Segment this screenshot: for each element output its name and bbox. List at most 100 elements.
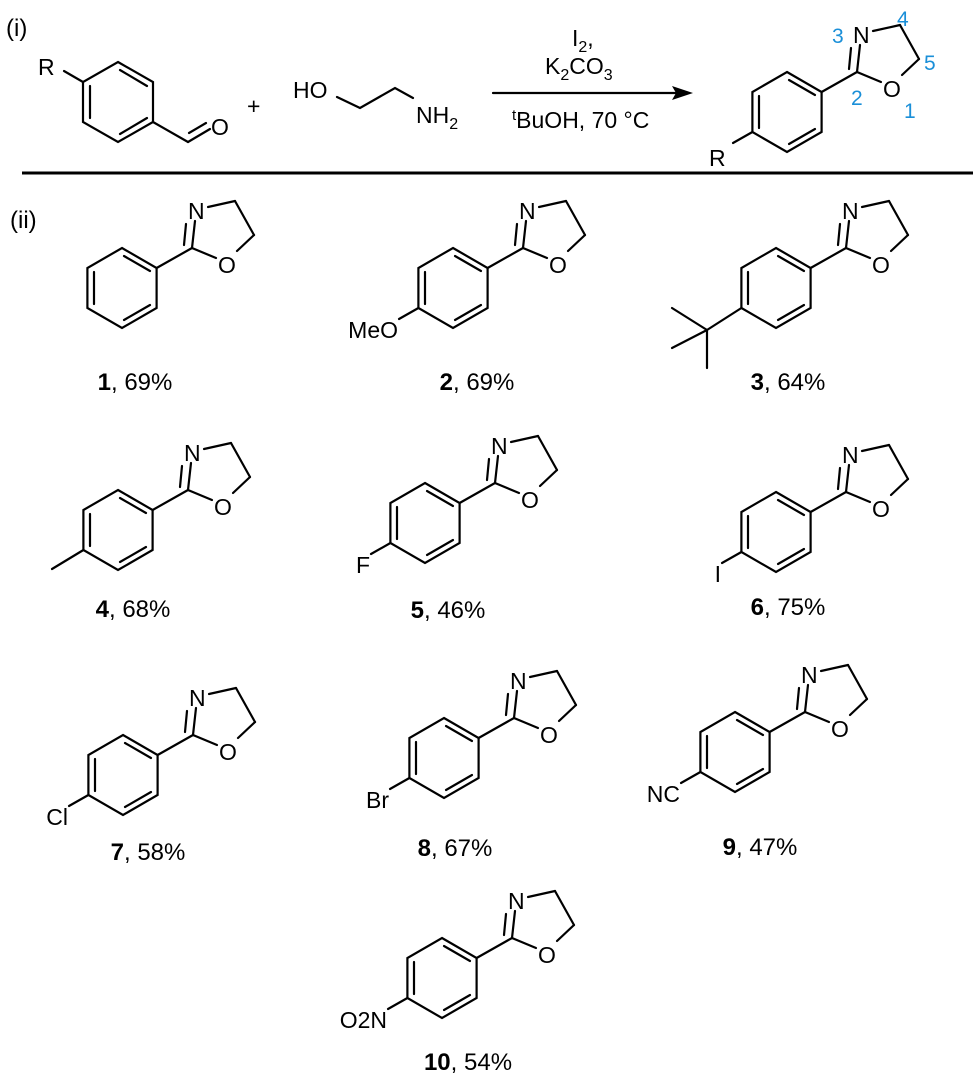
substituent-bond <box>386 996 409 1011</box>
bond <box>229 441 252 479</box>
benzene-ring <box>82 488 154 572</box>
separator: , <box>109 596 122 623</box>
bond <box>521 246 549 260</box>
bond <box>887 443 910 481</box>
hydroxyl-label: HO <box>293 77 328 103</box>
bond <box>187 121 208 135</box>
oxazoline-nitrogen: N <box>842 198 859 224</box>
oxazoline-nitrogen: N <box>491 433 508 459</box>
benzene-ring <box>81 60 155 144</box>
bond <box>555 923 576 943</box>
bond <box>848 697 869 717</box>
imine-double-bond <box>803 683 810 714</box>
compound-yield: 58% <box>137 839 185 866</box>
bond <box>512 716 540 730</box>
bond <box>705 306 743 332</box>
bond <box>453 254 483 273</box>
solvent-temperature: tBuOH, 70 °C <box>512 107 649 133</box>
bond <box>538 468 559 488</box>
bond <box>425 538 455 557</box>
bond <box>536 434 559 472</box>
benzene-ring <box>751 70 823 154</box>
bond <box>475 936 514 960</box>
separator: , <box>124 839 137 866</box>
bond <box>504 692 510 717</box>
bond <box>564 199 587 237</box>
methyl-bond <box>670 306 709 332</box>
substituent-label: O2N <box>340 1007 387 1033</box>
bond <box>191 733 219 747</box>
benzene-ring <box>86 246 158 330</box>
ethyl-chain <box>335 86 415 110</box>
bond <box>871 23 902 33</box>
reactant-r-group: R <box>38 54 55 80</box>
solvent-text: BuOH, 70 °C <box>516 107 649 133</box>
bond <box>207 686 238 696</box>
compound-label: 1, 69% <box>98 369 173 396</box>
compound-yield: 69% <box>466 369 514 396</box>
imine-double-bond <box>844 463 851 494</box>
compound-number: 5 <box>411 597 424 624</box>
oxazoline-oxygen: O <box>549 252 567 278</box>
compound-1: NO1, 69% <box>86 198 256 396</box>
bond <box>123 790 153 809</box>
reagent2-sub1: 2 <box>560 67 569 84</box>
oxazoline-nitrogen: N <box>519 198 536 224</box>
compound-label: 7, 58% <box>111 839 186 866</box>
bond <box>889 233 910 253</box>
bond <box>493 481 521 495</box>
bond <box>836 222 842 247</box>
benzene-ring <box>740 246 812 330</box>
bond <box>860 199 891 209</box>
compound-4: NO4, 68% <box>50 440 252 623</box>
bond <box>151 120 190 144</box>
bond <box>118 496 148 515</box>
bond <box>557 703 578 723</box>
bond <box>510 936 538 950</box>
compound-label: 4, 68% <box>96 596 171 623</box>
bond <box>847 46 853 71</box>
compound-yield: 75% <box>777 594 825 621</box>
oxazoline-oxygen: O <box>540 722 558 748</box>
bond <box>477 716 516 740</box>
bond <box>509 434 540 444</box>
compound-number: 7 <box>111 839 124 866</box>
benzene-ring <box>389 481 461 565</box>
benzene-ring <box>417 246 489 330</box>
imine-double-bond <box>512 689 519 720</box>
oxazoline-oxygen: O <box>872 496 890 522</box>
oxazoline-oxygen: O <box>883 76 901 102</box>
aldehyde-oxygen: O <box>211 114 229 140</box>
bond <box>178 464 184 489</box>
oxazoline-nitrogen: N <box>189 685 206 711</box>
benzene-ring <box>699 710 771 794</box>
compound-label: 6, 75% <box>751 594 826 621</box>
imine-double-bond <box>186 461 193 492</box>
bond <box>122 303 152 322</box>
product-r-group: R <box>709 145 726 171</box>
substituent-bond <box>369 541 392 556</box>
bond <box>486 246 525 270</box>
substituent-bond <box>388 776 411 791</box>
bond <box>182 222 188 247</box>
bond <box>555 669 578 707</box>
panel-label-ii: (ii) <box>10 207 37 234</box>
bond <box>844 246 872 260</box>
separator: , <box>453 369 466 396</box>
bond <box>236 720 257 740</box>
oxazoline-oxygen: O <box>831 716 849 742</box>
bond <box>776 303 806 322</box>
bond <box>809 490 848 514</box>
arrow-head <box>672 86 693 100</box>
compound-3: NO3, 64% <box>670 198 910 396</box>
bond <box>62 69 85 84</box>
ethanolamine-reactant: HO NH2 <box>293 77 458 133</box>
